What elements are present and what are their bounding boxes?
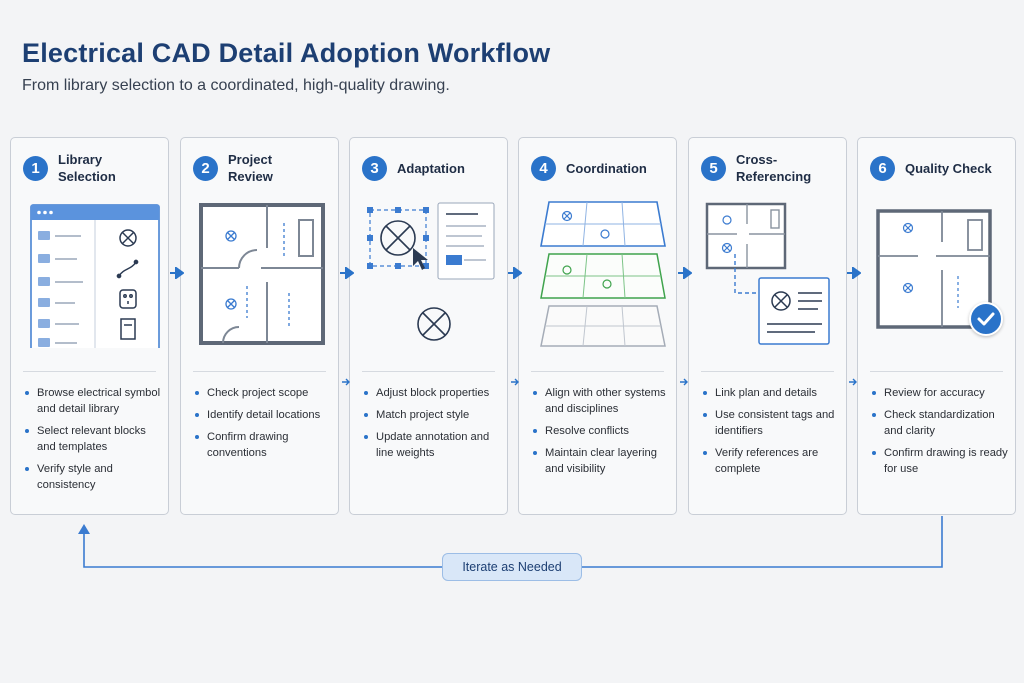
list-item: Confirm drawing conventions [195,429,332,461]
step-header: 5 Cross-Referencing [701,150,840,186]
step-number-badge: 5 [701,155,726,181]
list-item: Confirm drawing is ready for use [872,445,1009,477]
divider [23,371,156,372]
arrow-right-icon [508,267,522,279]
step-bullet-list: Adjust block properties Match project st… [364,385,501,467]
step-bullet-list: Check project scope Identify detail loca… [195,385,332,467]
list-item: Select relevant blocks and templates [25,423,162,455]
approved-plan-icon [876,209,992,329]
step-card-quality-check: 6 Quality Check Review for accuracy Chec… [857,137,1016,515]
list-item: Verify references are complete [703,445,840,477]
list-item: Check project scope [195,385,332,401]
symbol-library-window-icon [30,204,160,348]
floor-plan-icon [199,203,325,345]
step-title: Cross-Referencing [736,152,812,184]
step-bullet-list: Browse electrical symbol and detail libr… [25,385,162,499]
arrow-right-small-icon [849,378,857,386]
step-header: 3 Adaptation [362,150,501,186]
list-item: Browse electrical symbol and detail libr… [25,385,162,417]
arrow-right-icon [340,267,354,279]
step-number-badge: 6 [870,155,895,181]
step-header: 4 Coordination [531,150,670,186]
page-subtitle: From library selection to a coordinated,… [22,77,450,94]
divider [362,371,495,372]
layered-plans-icon [540,201,666,347]
divider [531,371,664,372]
linked-plan-detail-icon [705,202,830,345]
block-editing-icon [367,202,495,341]
step-bullet-list: Align with other systems and disciplines… [533,385,670,483]
list-item: Match project style [364,407,501,423]
arrow-right-small-icon [511,378,519,386]
step-title: Adaptation [397,160,465,176]
iterate-as-needed-label: Iterate as Needed [442,553,582,581]
divider [870,371,1003,372]
list-item: Identify detail locations [195,407,332,423]
step-header: 6 Quality Check [870,150,1009,186]
checkmark-icon [969,302,1003,336]
list-item: Check standardization and clarity [872,407,1009,439]
list-item: Resolve conflicts [533,423,670,439]
step-bullet-list: Review for accuracy Check standardizatio… [872,385,1009,483]
list-item: Maintain clear layering and visibility [533,445,670,477]
divider [193,371,326,372]
step-card-adaptation: 3 Adaptation Adjust block properties Mat… [349,137,508,515]
list-item: Update annotation and line weights [364,429,501,461]
divider [701,371,834,372]
arrow-right-icon [847,267,861,279]
list-item: Review for accuracy [872,385,1009,401]
list-item: Adjust block properties [364,385,501,401]
list-item: Verify style and consistency [25,461,162,493]
arrow-right-icon [678,267,692,279]
page-title: Electrical CAD Detail Adoption Workflow [22,38,551,68]
arrow-right-small-icon [342,378,350,386]
step-bullet-list: Link plan and details Use consistent tag… [703,385,840,483]
arrow-right-icon [170,267,184,279]
step-title: Quality Check [905,160,992,176]
step-number-badge: 4 [531,155,556,181]
list-item: Link plan and details [703,385,840,401]
list-item: Use consistent tags and identifiers [703,407,840,439]
step-number-badge: 2 [193,155,218,181]
step-number-badge: 3 [362,155,387,181]
step-number-badge: 1 [23,155,48,181]
step-card-coordination: 4 Coordination Align with other systems … [518,137,677,515]
step-card-cross-referencing: 5 Cross-Referencing Link plan and detail… [688,137,847,515]
list-item: Align with other systems and disciplines [533,385,670,417]
step-title: Coordination [566,160,647,176]
arrow-right-small-icon [680,378,688,386]
